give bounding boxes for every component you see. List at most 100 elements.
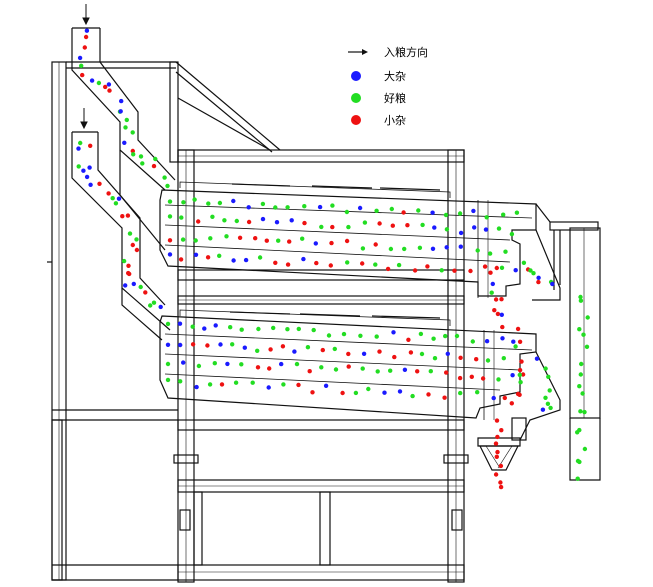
grain-dot xyxy=(296,326,301,332)
grain-dot xyxy=(509,231,515,237)
grain-dot xyxy=(502,395,507,401)
grain-dot xyxy=(472,225,477,230)
grain-dot xyxy=(140,161,145,166)
grain-dot xyxy=(578,298,584,303)
grain-dot xyxy=(88,182,93,187)
grain-dot xyxy=(121,258,127,264)
grain-dot xyxy=(458,355,463,360)
grain-dot xyxy=(84,174,90,180)
grain-dot xyxy=(242,345,247,350)
grain-dot xyxy=(547,388,552,393)
grain-dot xyxy=(452,268,457,273)
grain-dot xyxy=(317,204,323,210)
grain-dot xyxy=(500,324,505,330)
grain-dot xyxy=(78,140,83,146)
grain-dot xyxy=(511,339,516,344)
grain-dot xyxy=(310,390,315,395)
grain-dot xyxy=(501,356,506,361)
grain-dot xyxy=(274,220,280,225)
grain-dot xyxy=(517,372,522,378)
grain-dot xyxy=(346,364,351,369)
grain-dot xyxy=(509,401,514,406)
grain-dot xyxy=(495,449,500,455)
grain-dot xyxy=(233,380,239,385)
grain-dot xyxy=(408,350,414,355)
grain-dot xyxy=(196,219,201,224)
grain-dot xyxy=(410,393,415,399)
grain-dot xyxy=(87,165,92,170)
grain-dot xyxy=(123,125,128,130)
grain-dot xyxy=(375,369,380,374)
grain-dot xyxy=(329,240,334,246)
grain-dot xyxy=(84,28,90,33)
grain-dot xyxy=(130,148,135,154)
grain-dot xyxy=(280,344,286,349)
grain-dot xyxy=(208,236,213,241)
inlet-chutes xyxy=(71,27,176,341)
grain-dot xyxy=(230,342,235,347)
grain-dot xyxy=(131,152,136,157)
legend-item-large-impurity: 大杂 xyxy=(351,69,406,83)
grain-dot xyxy=(234,218,239,224)
grain-dot xyxy=(217,200,223,206)
grain-particles xyxy=(76,28,590,490)
grain-dot xyxy=(396,262,402,268)
grain-dot xyxy=(130,130,135,135)
grain-dot xyxy=(106,82,112,87)
grain-dot xyxy=(517,367,523,373)
grain-dot xyxy=(178,379,183,384)
grain-dot xyxy=(193,238,198,243)
grain-dot xyxy=(138,154,144,159)
grain-dot xyxy=(313,241,318,246)
grain-dot xyxy=(257,255,263,260)
grain-dot xyxy=(416,208,421,213)
grain-dot xyxy=(575,476,580,481)
grain-dot xyxy=(540,407,546,412)
grain-dot xyxy=(264,238,269,243)
grain-dot xyxy=(239,327,244,332)
grain-dot xyxy=(118,109,123,114)
grain-dot xyxy=(500,336,505,341)
grain-dot xyxy=(443,212,449,218)
grain-dot xyxy=(205,255,211,260)
grain-dot xyxy=(126,263,131,268)
grain-dot xyxy=(271,325,276,331)
grain-dot xyxy=(528,268,533,273)
grain-dot xyxy=(246,219,252,225)
grain-dot xyxy=(165,183,170,189)
grain-dot xyxy=(517,392,522,397)
grain-dot xyxy=(76,146,81,151)
grain-dot xyxy=(498,484,504,490)
grain-dot xyxy=(255,365,261,370)
grain-dot xyxy=(326,333,332,338)
grain-dot xyxy=(122,140,127,145)
grain-dot xyxy=(496,377,501,382)
grain-dot xyxy=(281,382,286,387)
grain-dot xyxy=(484,339,490,344)
red-dot-icon xyxy=(351,115,361,125)
grain-dot xyxy=(113,201,119,206)
grain-dot xyxy=(116,196,122,201)
grain-dot xyxy=(167,238,173,243)
grain-dot xyxy=(577,327,582,332)
grain-dot xyxy=(374,208,379,213)
grain-dot xyxy=(340,390,345,396)
grain-dot xyxy=(255,348,260,353)
grain-dot xyxy=(179,215,184,220)
grain-dot xyxy=(428,369,433,374)
grain-dot xyxy=(344,209,350,215)
grain-dot xyxy=(377,221,382,226)
grain-dot xyxy=(430,246,436,251)
grain-dot xyxy=(194,384,199,390)
grain-dot xyxy=(311,327,316,333)
grain-dot xyxy=(76,164,81,169)
grain-dot xyxy=(490,281,495,287)
grain-dot xyxy=(292,349,297,354)
grain-dot xyxy=(373,262,378,267)
grain-dot xyxy=(499,265,505,270)
grain-dot xyxy=(165,342,171,347)
grain-dot xyxy=(319,224,324,230)
grain-dot xyxy=(457,375,463,381)
grain-dot xyxy=(344,238,350,244)
grain-dot xyxy=(207,382,213,387)
